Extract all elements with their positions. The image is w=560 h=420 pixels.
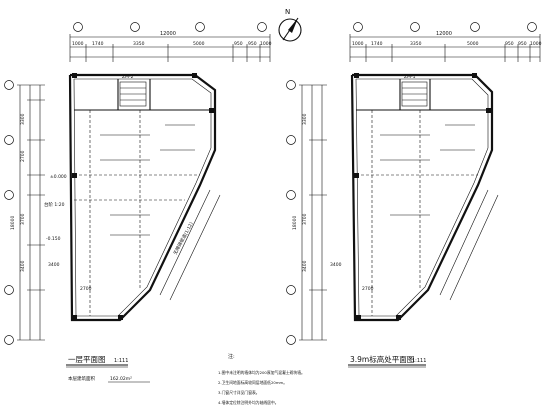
right-vdim-5: 3700 [302,213,308,225]
right-dim-side: 3400 [330,262,342,268]
area-value: 162.02m² [110,376,132,382]
note-3: 3.门窗尺寸详见门窗表。 [218,390,260,395]
left-stair-label: ZM-2 [122,74,134,80]
notes-block: 注: 1.图中未注明的墙体均为200厚加气混凝土砌块墙。 2.卫生间地面标高较同… [218,353,305,405]
right-stair-label: ZM-1 [404,74,416,80]
left-plan-scale: 1:111 [114,358,128,364]
left-dim-5: 950 [234,41,243,47]
left-plan-title: 一层平面图 [68,355,106,364]
left-dim-4: 5000 [193,41,205,47]
right-plan-scale: 1:111 [412,358,426,364]
left-vtotal: 18000 [10,216,16,230]
left-dim-1: 1000 [72,41,84,47]
right-dim-7: 1000 [530,41,542,47]
right-vtotal: 18000 [292,216,298,230]
left-dim-7: 1000 [260,41,272,47]
left-dim-2: 1740 [92,41,104,47]
left-dim-bottom: 2700 [80,286,92,292]
left-elev-1: ±0.000 [50,174,67,180]
note-1: 1.图中未注明的墙体均为200厚加气混凝土砌块墙。 [218,370,305,375]
right-dim-1: 1000 [352,41,364,47]
left-vdim-2: 3300 [20,113,26,125]
left-vdim-3: 2700 [20,150,26,162]
note-4: 4.墙体定位除注明外均为轴线居中。 [218,400,279,405]
right-dim-2: 1740 [371,41,383,47]
right-dim-3: 3350 [410,41,422,47]
north-label: N [285,8,290,16]
right-dim-6: 950 [518,41,527,47]
left-vdim-5: 3700 [20,213,26,225]
area-label: 本层建筑面积 [68,375,95,382]
note-2: 2.卫生间地面标高较同层地面低20mm。 [218,380,287,385]
right-plan: 12000 1000 1740 3350 5000 950 950 1000 [286,22,542,368]
left-room-note: 台阶 1:20 [44,201,65,208]
left-top-total: 12000 [160,31,176,37]
right-dim-bottom: 2700 [362,286,374,292]
left-vdim-6: 3400 [20,260,26,272]
right-vdim-6: 3400 [302,260,308,272]
left-dim-side: 3400 [48,262,60,268]
right-dim-4: 5000 [467,41,479,47]
left-elev-2: -0.150 [46,236,61,242]
right-top-total: 12000 [436,31,452,37]
north-arrow: N [278,8,302,42]
notes-heading: 注: [228,353,235,360]
left-dim-6: 950 [248,41,257,47]
left-plan: 12000 1000 1740 3350 5000 950 950 1000 [4,22,272,383]
left-dim-3: 3350 [133,41,145,47]
right-dim-5: 950 [505,41,514,47]
right-plan-title: 3.9m标高处平面图 [350,354,414,364]
right-vdim-2: 3300 [302,113,308,125]
